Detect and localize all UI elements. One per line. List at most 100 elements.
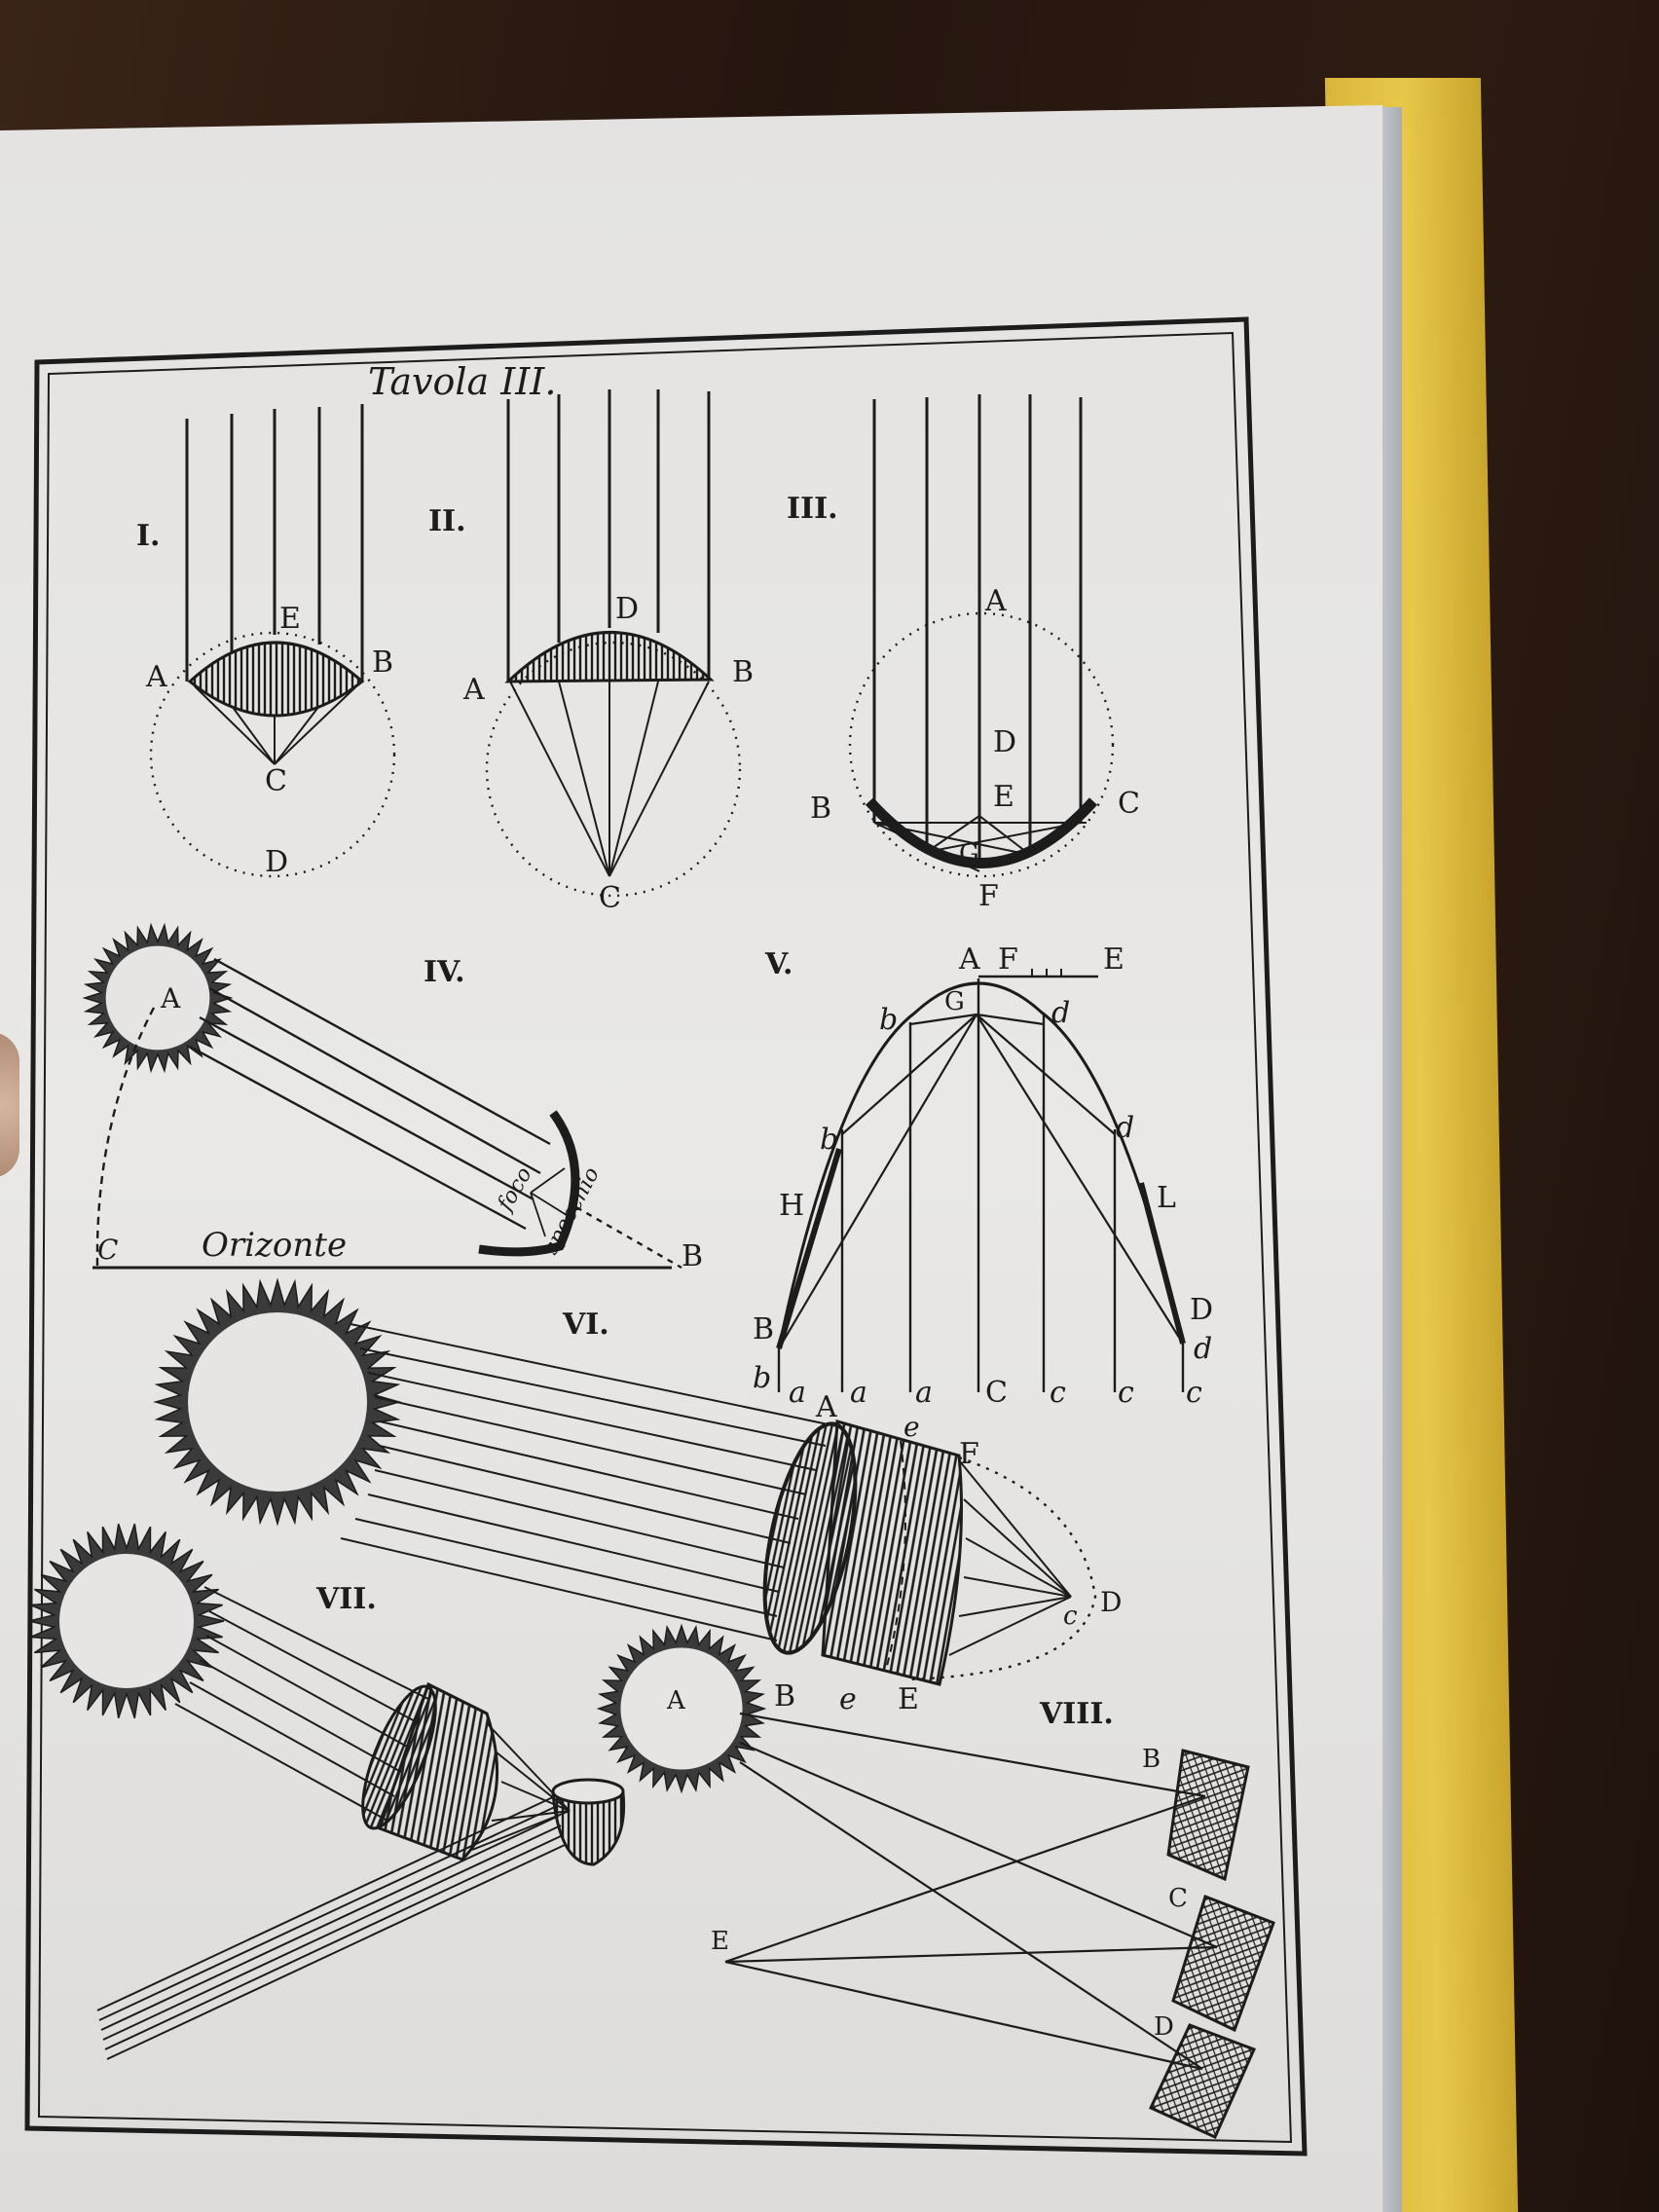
fig6-label-A: A [815,1390,837,1424]
figure-1-rays [185,404,364,682]
fig5-label-C: C [985,1376,1008,1410]
figure-5-mirror-left [776,1148,842,1349]
fig3-label-A: A [984,584,1007,618]
figure-8: VIII. A B C D E [596,1623,1275,2139]
figure-5-ticks [1031,969,1062,977]
fig3-label-E: E [993,780,1014,814]
fig1-label-C: C [265,764,287,798]
sun7-disc [59,1554,194,1688]
fig2-label-B: B [732,655,754,689]
fig6-label-D: D [1100,1586,1122,1618]
figure-8-mirror-D [1148,2023,1257,2139]
fig4-label-A: A [160,982,181,1014]
figure-5-numeral: V. [764,947,793,981]
figure-6-lens-face [762,1421,858,1655]
fig5-label-F: F [998,942,1018,977]
figure-6-converging [948,1459,1072,1656]
figure-1-lens [187,641,365,718]
fig3-label-D: D [993,725,1016,759]
fig1-label-E: E [279,602,301,636]
figure-6-dotted-arc [904,1456,1097,1681]
fig1-label-D: D [265,845,288,879]
fig6-label-c: c [1063,1602,1078,1631]
fig5-label-L: L [1157,1181,1176,1215]
fig4-label-B: B [682,1239,703,1273]
figure-2-numeral: II. [428,504,466,538]
figure-7-lens-face [361,1684,437,1830]
figure-6-rays [340,1323,838,1641]
fig3-label-B: B [810,792,831,826]
plate-border [24,316,1308,2157]
sun4-disc [105,945,210,1051]
fig8-label-C: C [1168,1884,1188,1913]
fig1-label-B: B [372,645,393,680]
figure-3: III. A D E B C G F [787,394,1140,913]
figure-4-dotted-axis [575,1205,682,1270]
fig5-label-A: A [958,942,980,977]
plate-title: Tavola III. [368,360,556,403]
fig8-label-B: B [1142,1745,1161,1774]
figure-5-mirror-right [1138,1182,1186,1345]
fig4-label-orizonte: Orizonte [202,1226,347,1265]
fig5-label-H: H [779,1189,804,1223]
fig5-label-b1: b [879,1003,898,1037]
figure-1-refracted [194,685,357,765]
figure-4-sun [82,922,234,1074]
figure-7-numeral: VII. [315,1582,377,1616]
figure-4-numeral: IV. [424,955,465,989]
figure-3-rays [872,394,1083,866]
figure-6-sun [153,1277,402,1527]
fig3-label-F: F [978,879,999,913]
fig8-label-D: D [1154,2012,1174,2042]
figure-4-rays [189,957,551,1231]
fig2-label-D: D [615,592,639,626]
fig8-label-E: E [711,1927,729,1956]
fig5-label-d1: d [1051,996,1070,1030]
fig3-label-G: G [959,839,979,868]
fig5-label-d3: d [1194,1332,1212,1366]
figure-1-sphere [149,631,396,878]
fig5-label-G: G [944,987,965,1016]
figure-4-mirror [478,1110,580,1257]
figure-3-mirror [865,797,1098,868]
fig5-label-c1: c [1050,1376,1066,1410]
page-fore-edge [1382,107,1402,2212]
fig5-label-c3: c [1186,1376,1202,1410]
figure-2: II. D A B C [428,389,754,915]
fig5-label-B: B [753,1312,774,1346]
fig6-label-e1: e [903,1411,920,1443]
figure-1: I. E A B C D [136,404,396,879]
fig5-label-a1: a [789,1376,806,1410]
fig5-label-a3: a [915,1376,933,1410]
fig6-label-B: B [774,1679,795,1714]
figure-4-arc [95,1007,156,1267]
figure-8-rays [724,1712,1218,2071]
figure-5-focal-rays [778,1013,1184,1349]
figure-7-rays [174,1586,429,1822]
holding-thumb [0,1032,19,1178]
fig6-label-e2: e [839,1682,857,1716]
fig4-label-foco: foco [493,1163,537,1217]
fig5-label-b3: b [753,1361,771,1395]
figure-7-sun [28,1524,225,1718]
fig5-label-D: D [1190,1293,1213,1327]
fig6-label-F: F [959,1437,979,1471]
figure-8-mirror-C [1171,1895,1275,2033]
fig3-label-C: C [1118,787,1140,821]
fig5-label-d2: d [1116,1111,1134,1145]
book-page [0,105,1402,2212]
figure-6-cylinder-body [821,1419,963,1686]
figure-7-crucible-rim [551,1778,625,1805]
fig2-label-C: C [599,881,621,915]
fig5-label-c2: c [1118,1376,1134,1410]
figure-1-numeral: I. [136,519,160,553]
fig8-label-A: A [666,1686,686,1715]
fig2-label-A: A [462,673,485,707]
sun6-disc [188,1312,367,1492]
figure-3-reflected [873,815,1087,872]
figure-6-numeral: VI. [562,1308,609,1342]
fig1-label-A: A [145,660,167,694]
figure-3-numeral: III. [787,492,838,526]
figure-8-numeral: VIII. [1039,1697,1114,1731]
